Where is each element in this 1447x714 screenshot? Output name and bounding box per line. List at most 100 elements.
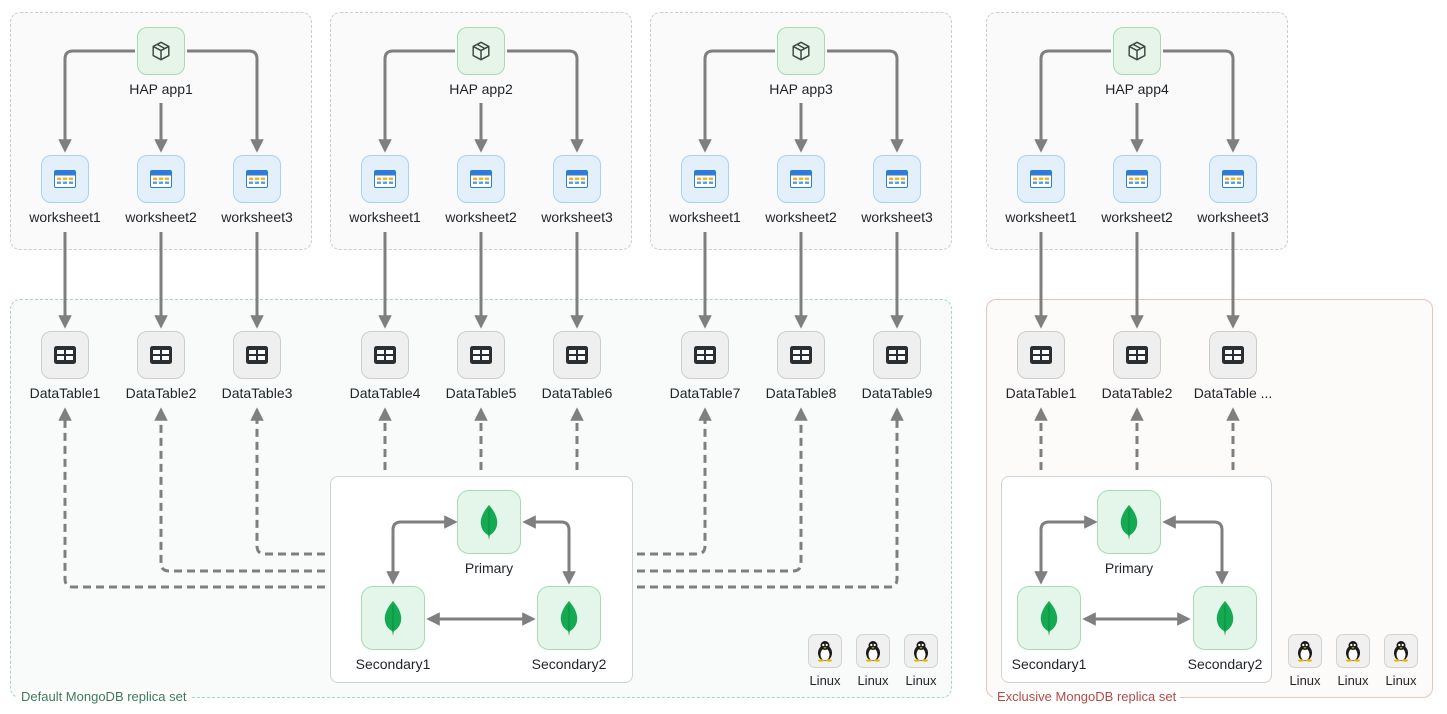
datatable-name: DataTable8 [765,385,837,401]
app-name: HAP app2 [449,81,513,97]
datatable-name: DataTable6 [541,385,613,401]
app-name: HAP app3 [769,81,833,97]
app-to-worksheet-arrows [58,49,1240,153]
worksheet-name: worksheet2 [765,209,837,225]
linux-node[interactable]: Linux [765,634,885,688]
worksheet-name: worksheet1 [349,209,421,225]
app-name: HAP app4 [1105,81,1169,97]
exclusive-replica-set-label: Exclusive MongoDB replica set [993,689,1181,704]
mongodb-leaf-icon [1017,586,1081,650]
datatable-name: DataTable2 [125,385,197,401]
app-name: HAP app1 [129,81,193,97]
worksheet-node[interactable]: worksheet1 [645,155,765,225]
cube-icon [457,27,505,75]
mongodb-secondary-node[interactable]: Secondary1 [989,586,1109,672]
cube-icon [777,27,825,75]
worksheet-grid-icon [137,155,185,203]
mongodb-primary-node[interactable]: Primary [1069,490,1189,576]
mongodb-node-label: Secondary1 [1011,656,1087,672]
mongodb-leaf-icon [1097,490,1161,554]
worksheet-grid-icon [1209,155,1257,203]
datatable-name: DataTable1 [1005,385,1077,401]
mongodb-node-label: Primary [464,560,514,576]
datatable-node[interactable]: DataTable8 [741,331,861,401]
worksheet-node[interactable]: worksheet2 [741,155,861,225]
mongodb-secondary-node[interactable]: Secondary2 [1165,586,1285,672]
worksheet-grid-icon [681,155,729,203]
worksheet-node[interactable]: worksheet2 [421,155,541,225]
mongodb-secondary-node[interactable]: Secondary2 [509,586,629,672]
table-icon [873,331,921,379]
datatable-name: DataTable ... [1193,385,1273,401]
table-icon [681,331,729,379]
linux-node[interactable]: Linux [1245,634,1365,688]
worksheet-grid-icon [873,155,921,203]
table-icon [553,331,601,379]
worksheet-node[interactable]: worksheet2 [1077,155,1197,225]
linux-penguin-icon [1336,634,1370,668]
worksheet-grid-icon [233,155,281,203]
hap-app-node[interactable]: HAP app2 [421,27,541,97]
worksheet-grid-icon [1017,155,1065,203]
worksheet-node[interactable]: worksheet3 [517,155,637,225]
worksheet-node[interactable]: worksheet1 [981,155,1101,225]
mongodb-primary-node[interactable]: Primary [429,490,549,576]
table-icon [777,331,825,379]
worksheet-name: worksheet3 [221,209,293,225]
worksheet-node[interactable]: worksheet3 [197,155,317,225]
worksheet-name: worksheet3 [541,209,613,225]
hap-app-node[interactable]: HAP app4 [1077,27,1197,97]
datatable-node[interactable]: DataTable5 [421,331,541,401]
mongodb-leaf-icon [537,586,601,650]
datatable-node[interactable]: DataTable1 [5,331,125,401]
datatable-node[interactable]: DataTable1 [981,331,1101,401]
hap-app-node[interactable]: HAP app1 [101,27,221,97]
worksheet-node[interactable]: worksheet2 [101,155,221,225]
worksheet-name: worksheet2 [1101,209,1173,225]
linux-node[interactable]: Linux [1293,634,1413,688]
datatable-name: DataTable3 [221,385,293,401]
linux-penguin-icon [808,634,842,668]
worksheet-grid-icon [41,155,89,203]
datatable-node[interactable]: DataTable4 [325,331,445,401]
linux-node[interactable]: Linux [861,634,981,688]
datatable-node[interactable]: DataTable6 [517,331,637,401]
table-icon [457,331,505,379]
worksheet-node[interactable]: worksheet3 [1173,155,1293,225]
worksheet-node[interactable]: worksheet3 [837,155,957,225]
worksheet-name: worksheet3 [861,209,933,225]
linux-node[interactable]: Linux [813,634,933,688]
mongo-sync-arrows [386,515,1229,626]
datatable-name: DataTable7 [669,385,741,401]
datatable-node[interactable]: DataTable2 [1077,331,1197,401]
linux-penguin-icon [904,634,938,668]
mongodb-node-label: Secondary1 [355,656,431,672]
datatable-node[interactable]: DataTable3 [197,331,317,401]
datatable-name: DataTable2 [1101,385,1173,401]
mongodb-leaf-icon [457,490,521,554]
replication-arrows [58,407,1240,589]
linux-label: Linux [1337,673,1369,688]
datatable-node[interactable]: DataTable2 [101,331,221,401]
mongodb-secondary-node[interactable]: Secondary1 [333,586,453,672]
worksheet-name: worksheet1 [29,209,101,225]
worksheet-node[interactable]: worksheet1 [325,155,445,225]
linux-penguin-icon [856,634,890,668]
linux-node[interactable]: Linux [1341,634,1447,688]
table-icon [1017,331,1065,379]
datatable-node[interactable]: DataTable9 [837,331,957,401]
datatable-node[interactable]: DataTable ... [1173,331,1293,401]
table-icon [361,331,409,379]
linux-label: Linux [1289,673,1321,688]
datatable-name: DataTable9 [861,385,933,401]
datatable-name: DataTable4 [349,385,421,401]
worksheet-node[interactable]: worksheet1 [5,155,125,225]
datatable-node[interactable]: DataTable7 [645,331,765,401]
mongodb-leaf-icon [1193,586,1257,650]
hap-app-node[interactable]: HAP app3 [741,27,861,97]
worksheet-grid-icon [361,155,409,203]
table-icon [1209,331,1257,379]
linux-label: Linux [857,673,889,688]
table-icon [137,331,185,379]
